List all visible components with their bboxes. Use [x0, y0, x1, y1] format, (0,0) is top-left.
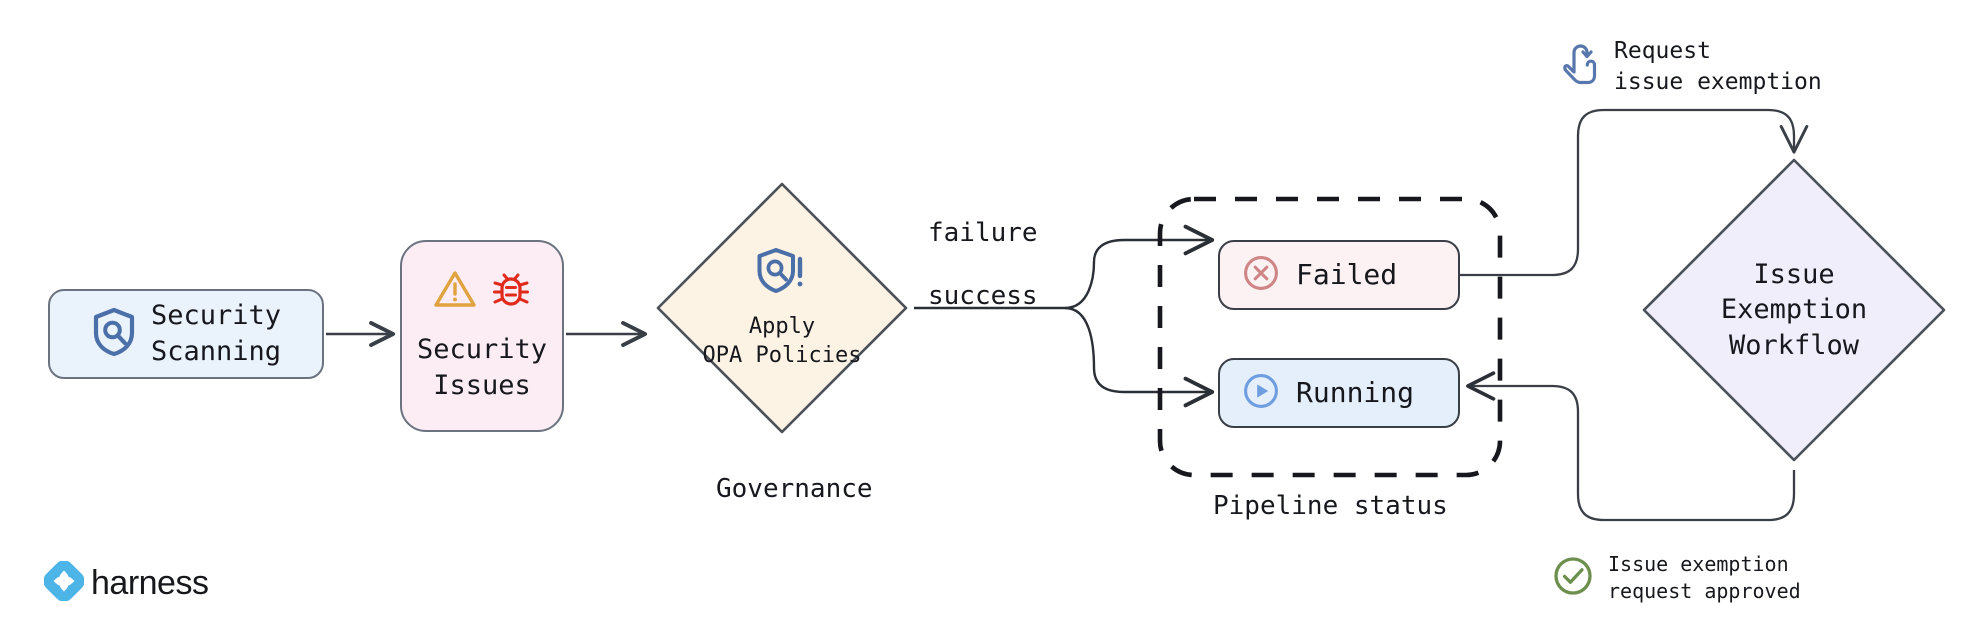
circle-x-icon [1242, 254, 1280, 296]
annotation-request-approved: Issue exemption request approved [1552, 551, 1801, 604]
warning-triangle-icon [433, 269, 477, 313]
node-issue-exemption-workflow[interactable]: Issue Exemption Workflow [1638, 154, 1950, 466]
status-item-running[interactable]: Running [1218, 358, 1460, 428]
edge-governance-failure [1064, 224, 1215, 310]
status-failed-label: Failed [1296, 257, 1398, 291]
governance-label: Apply OPA Policies [702, 313, 862, 368]
status-item-failed[interactable]: Failed [1218, 240, 1460, 310]
governance-caption: Governance [716, 474, 873, 504]
bug-icon [491, 268, 531, 314]
shield-policy-alert-icon [757, 246, 807, 302]
security-issues-icon-row [433, 268, 531, 314]
edge-governance-success [1064, 306, 1215, 408]
shield-search-icon [91, 307, 137, 361]
node-governance-diamond[interactable]: Apply OPA Policies [650, 176, 914, 440]
annotation-request-issue-exemption: Request issue exemption [1562, 36, 1822, 97]
governance-content: Apply OPA Policies [650, 176, 914, 440]
status-running-label: Running [1296, 375, 1415, 409]
harness-logo-icon [43, 560, 85, 605]
edge-label-success: success [928, 281, 1038, 311]
circle-play-icon [1242, 372, 1280, 414]
edge-label-failure: failure [928, 218, 1038, 248]
exemption-content: Issue Exemption Workflow [1638, 154, 1950, 466]
security-issues-label: Security Issues [416, 334, 548, 401]
tap-gesture-icon [1562, 43, 1600, 90]
governance-diamond-shape [656, 182, 908, 434]
node-security-issues[interactable]: Security Issues [400, 240, 564, 432]
node-security-scanning[interactable]: Security Scanning [48, 289, 324, 379]
harness-brand: harness [43, 560, 209, 605]
security-scanning-label: Security Scanning [150, 300, 282, 367]
issue-exemption-workflow-label: Issue Exemption Workflow [1720, 258, 1868, 361]
check-circle-icon [1552, 555, 1594, 601]
annotation-request-text: Request issue exemption [1614, 38, 1822, 95]
harness-brand-name: harness [91, 563, 209, 602]
exemption-diamond-shape [1642, 158, 1946, 462]
annotation-approved-text: Issue exemption request approved [1608, 552, 1801, 603]
pipeline-status-caption: Pipeline status [1213, 491, 1448, 521]
